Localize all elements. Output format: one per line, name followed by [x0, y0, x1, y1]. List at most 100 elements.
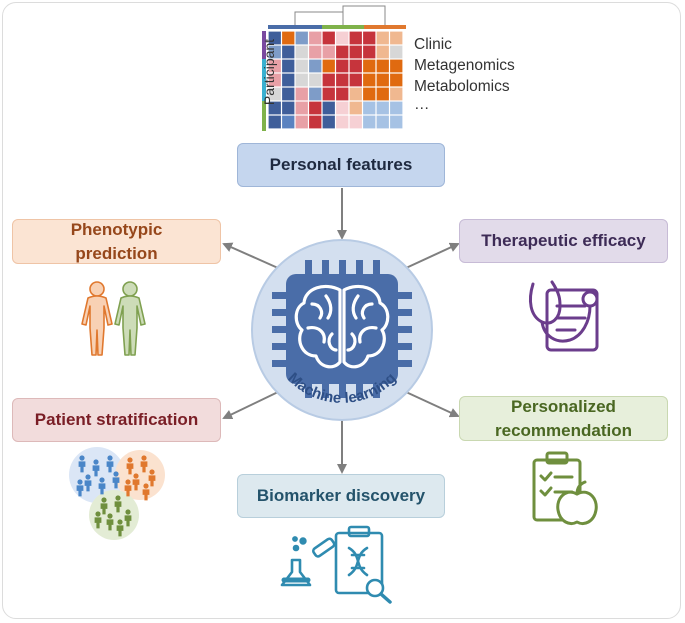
- patient-stratification-box: Patient stratification: [12, 398, 221, 442]
- heatmap-cell: [390, 31, 403, 45]
- heatmap-dendrogram: [268, 5, 406, 29]
- heatmap-cell: [336, 59, 349, 73]
- heatmap-cell: [336, 45, 349, 59]
- heatmap-cell: [336, 101, 349, 115]
- heatmap-cell: [282, 115, 295, 129]
- heatmap-cell: [309, 87, 322, 101]
- heatmap-cell: [268, 73, 281, 87]
- personalized-line2: recommendation: [495, 420, 632, 440]
- person-icon: [116, 525, 124, 537]
- phenotypic-line2: prediction: [75, 243, 158, 263]
- heatmap-cell: [282, 87, 295, 101]
- person-icon: [92, 465, 100, 477]
- heatmap-cell: [309, 101, 322, 115]
- heatmap-cell: [322, 31, 335, 45]
- person-icon: [76, 485, 84, 497]
- heatmap-cell: [336, 73, 349, 87]
- heatmap-cell: [349, 101, 362, 115]
- omics-heatmap: [268, 31, 403, 129]
- heatmap-cell: [376, 101, 389, 115]
- heatmap-cell: [268, 101, 281, 115]
- heatmap-cell: [268, 45, 281, 59]
- person-icon: [98, 483, 106, 495]
- omics-label-metabolomics: Metabolomics: [414, 78, 510, 95]
- person-icon: [114, 501, 122, 513]
- heatmap-cell: [349, 45, 362, 59]
- heatmap-cell: [336, 87, 349, 101]
- heatmap-cell: [282, 31, 295, 45]
- heatmap-cell: [376, 59, 389, 73]
- heatmap-cell: [282, 73, 295, 87]
- heatmap-cell: [295, 31, 308, 45]
- heatmap-cell: [390, 59, 403, 73]
- heatmap-cell: [295, 45, 308, 59]
- therapeutic-efficacy-box: Therapeutic efficacy: [459, 219, 668, 263]
- personalized-line1: Personalized: [511, 396, 616, 416]
- heatmap-cell: [309, 115, 322, 129]
- omics-label-metagenomics: Metagenomics: [414, 57, 515, 74]
- personalized-recommendation-box: Personalized recommendation: [459, 396, 668, 441]
- heatmap-cell: [295, 73, 308, 87]
- heatmap-cell: [295, 87, 308, 101]
- patient-groups-icon: [69, 447, 165, 540]
- heatmap-cell: [390, 87, 403, 101]
- heatmap-cell: [349, 87, 362, 101]
- biomarker-lab-icon: [280, 525, 392, 604]
- heatmap-cell: [322, 87, 335, 101]
- heatmap-cell: [363, 73, 376, 87]
- heatmap-cell: [390, 45, 403, 59]
- heatmap-cell: [349, 59, 362, 73]
- person-icon: [142, 489, 150, 501]
- heatmap-cell: [268, 115, 281, 129]
- heatmap-cell: [349, 31, 362, 45]
- machine-learning-chip-icon: [251, 239, 433, 421]
- heatmap-cell: [363, 115, 376, 129]
- heatmap-cell: [363, 59, 376, 73]
- heatmap-cell: [363, 87, 376, 101]
- person-icon: [78, 461, 86, 473]
- person-icon: [106, 519, 114, 531]
- biomarker-discovery-box: Biomarker discovery: [237, 474, 445, 518]
- heatmap-cell: [268, 31, 281, 45]
- heatmap-cell: [376, 73, 389, 87]
- heatmap-cell: [309, 31, 322, 45]
- heatmap-cell: [322, 115, 335, 129]
- heatmap-cell: [322, 45, 335, 59]
- heatmap-cell: [309, 59, 322, 73]
- heatmap-side-bars: [262, 31, 266, 131]
- heatmap-cell: [363, 45, 376, 59]
- person-icon: [94, 517, 102, 529]
- participant-axis-label: Participant: [261, 38, 277, 106]
- person-icon: [140, 461, 148, 473]
- heatmap-cell: [322, 101, 335, 115]
- heatmap-cell: [295, 101, 308, 115]
- omics-label-ellipsis: …: [414, 96, 430, 113]
- person-icon: [124, 515, 132, 527]
- omics-label-clinic: Clinic: [414, 36, 452, 53]
- heatmap-cell: [295, 115, 308, 129]
- heatmap-cell: [349, 115, 362, 129]
- heatmap-cell: [282, 101, 295, 115]
- heatmap-cell: [349, 73, 362, 87]
- heatmap-cell: [376, 115, 389, 129]
- person-icon: [100, 503, 108, 515]
- heatmap-cell: [336, 31, 349, 45]
- heatmap-cell: [376, 87, 389, 101]
- heatmap-cell: [336, 115, 349, 129]
- heatmap-cell: [363, 101, 376, 115]
- heatmap-cell: [390, 101, 403, 115]
- arrows: [222, 188, 460, 474]
- human-body-icon: [81, 281, 146, 356]
- heatmap-cell: [309, 45, 322, 59]
- heatmap-cell: [282, 45, 295, 59]
- heatmap-cell: [390, 73, 403, 87]
- heatmap-cell: [390, 115, 403, 129]
- personal-features-box: Personal features: [237, 143, 445, 187]
- person-icon: [124, 485, 132, 497]
- heatmap-cell: [322, 73, 335, 87]
- heatmap-cell: [282, 59, 295, 73]
- heatmap-cell: [295, 59, 308, 73]
